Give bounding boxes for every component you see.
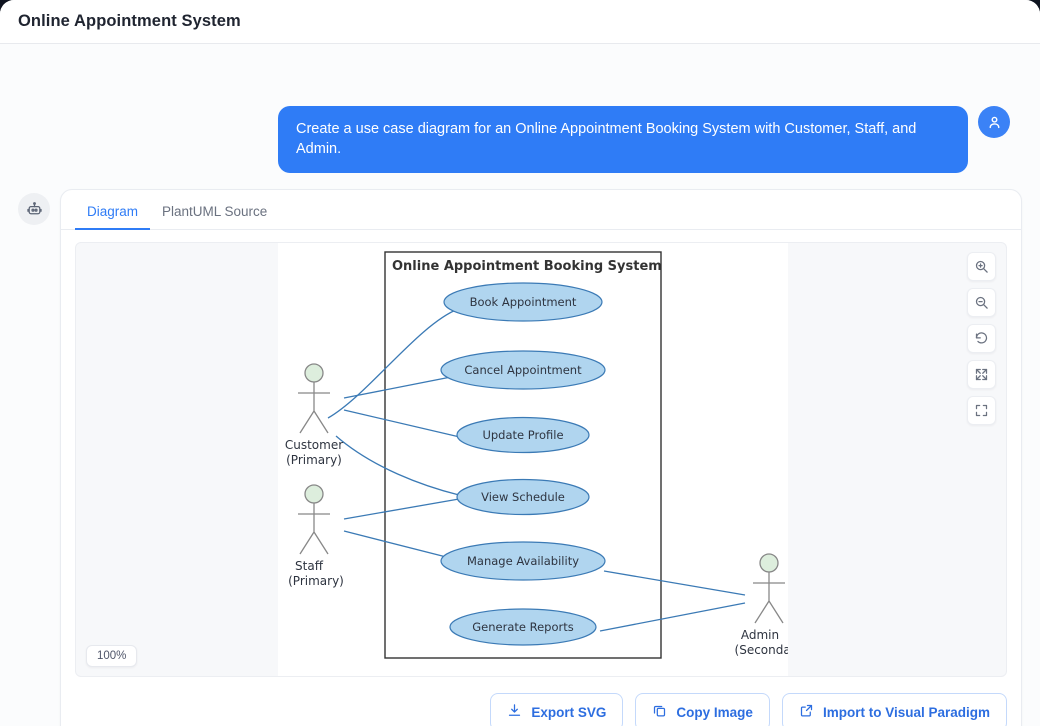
actor-customer[interactable]: Customer (Primary) [285,363,343,467]
actor-name: Customer [285,438,343,452]
use-case-diagram: Online Appointment Booking System [285,251,788,659]
title-bar: Online Appointment System [0,0,1040,44]
association-lines [327,308,746,632]
use-case-label: View Schedule [481,490,565,504]
user-icon [978,106,1010,138]
link-admin-generate-reports [599,602,746,632]
zoom-out-icon[interactable] [967,288,996,318]
actor-role: (Secondary) [735,643,788,657]
download-icon [507,703,522,721]
use-case-generate-reports[interactable]: Generate Reports [449,608,597,646]
user-message-bubble: Create a use case diagram for an Online … [278,106,968,174]
actor-role: (Primary) [288,574,344,588]
reset-icon[interactable] [967,324,996,354]
system-boundary-label: Online Appointment Booking System [392,259,662,274]
export-svg-label: Export SVG [531,704,607,720]
fit-screen-icon[interactable] [967,360,996,390]
link-admin-manage-availability [603,570,746,596]
use-case-manage-availability[interactable]: Manage Availability [440,541,606,581]
link-staff-manage-availability [343,530,463,562]
diagram-card: Diagram PlantUML Source Online Appointme… [60,189,1022,726]
user-message-row: Create a use case diagram for an Online … [18,106,1022,174]
export-svg-button[interactable]: Export SVG [490,693,624,726]
use-case-cancel-appointment[interactable]: Cancel Appointment [440,350,606,390]
link-customer-view-schedule [335,435,460,496]
actor-admin[interactable]: Admin (Secondary) [735,553,788,657]
use-case-label: Update Profile [482,428,563,442]
use-case-label: Manage Availability [467,554,579,568]
link-staff-view-schedule [343,498,460,520]
copy-image-label: Copy Image [676,704,753,720]
assistant-message-row: Diagram PlantUML Source Online Appointme… [18,189,1022,726]
zoom-level-badge: 100% [86,645,138,668]
use-case-label: Book Appointment [470,295,577,309]
fullscreen-icon[interactable] [967,396,996,426]
import-to-visual-paradigm-button[interactable]: Import to Visual Paradigm [781,693,1007,726]
copy-icon [652,703,667,721]
actor-name: Staff [295,559,324,573]
use-case-label: Generate Reports [472,620,573,634]
use-case-book-appointment[interactable]: Book Appointment [443,282,603,322]
copy-image-button[interactable]: Copy Image [635,693,770,726]
link-customer-book-appointment [327,308,459,419]
card-actions: Export SVG Copy Image [61,677,1021,726]
diagram-toolbar [967,252,996,426]
use-case-update-profile[interactable]: Update Profile [456,417,590,454]
link-customer-update-profile [343,409,465,439]
page-title: Online Appointment System [18,12,241,30]
actor-name: Admin [741,628,779,642]
tab-diagram[interactable]: Diagram [75,190,151,231]
actor-role: (Primary) [286,453,342,467]
tab-plantuml-source[interactable]: PlantUML Source [162,204,268,220]
diagram-viewport[interactable]: Online Appointment Booking System [75,242,1007,678]
import-label: Import to Visual Paradigm [822,704,990,720]
robot-icon [18,193,50,226]
use-case-nodes: Book Appointment Cancel Appointment Upda… [440,282,606,646]
conversation-area: Create a use case diagram for an Online … [0,44,1040,726]
link-customer-cancel-appointment [343,375,457,399]
actor-staff[interactable]: Staff (Primary) [288,484,344,588]
external-link-icon [799,703,814,721]
tab-bar: Diagram PlantUML Source [61,190,1021,231]
use-case-view-schedule[interactable]: View Schedule [456,479,590,516]
use-case-label: Cancel Appointment [464,363,582,377]
zoom-in-icon[interactable] [967,252,996,282]
